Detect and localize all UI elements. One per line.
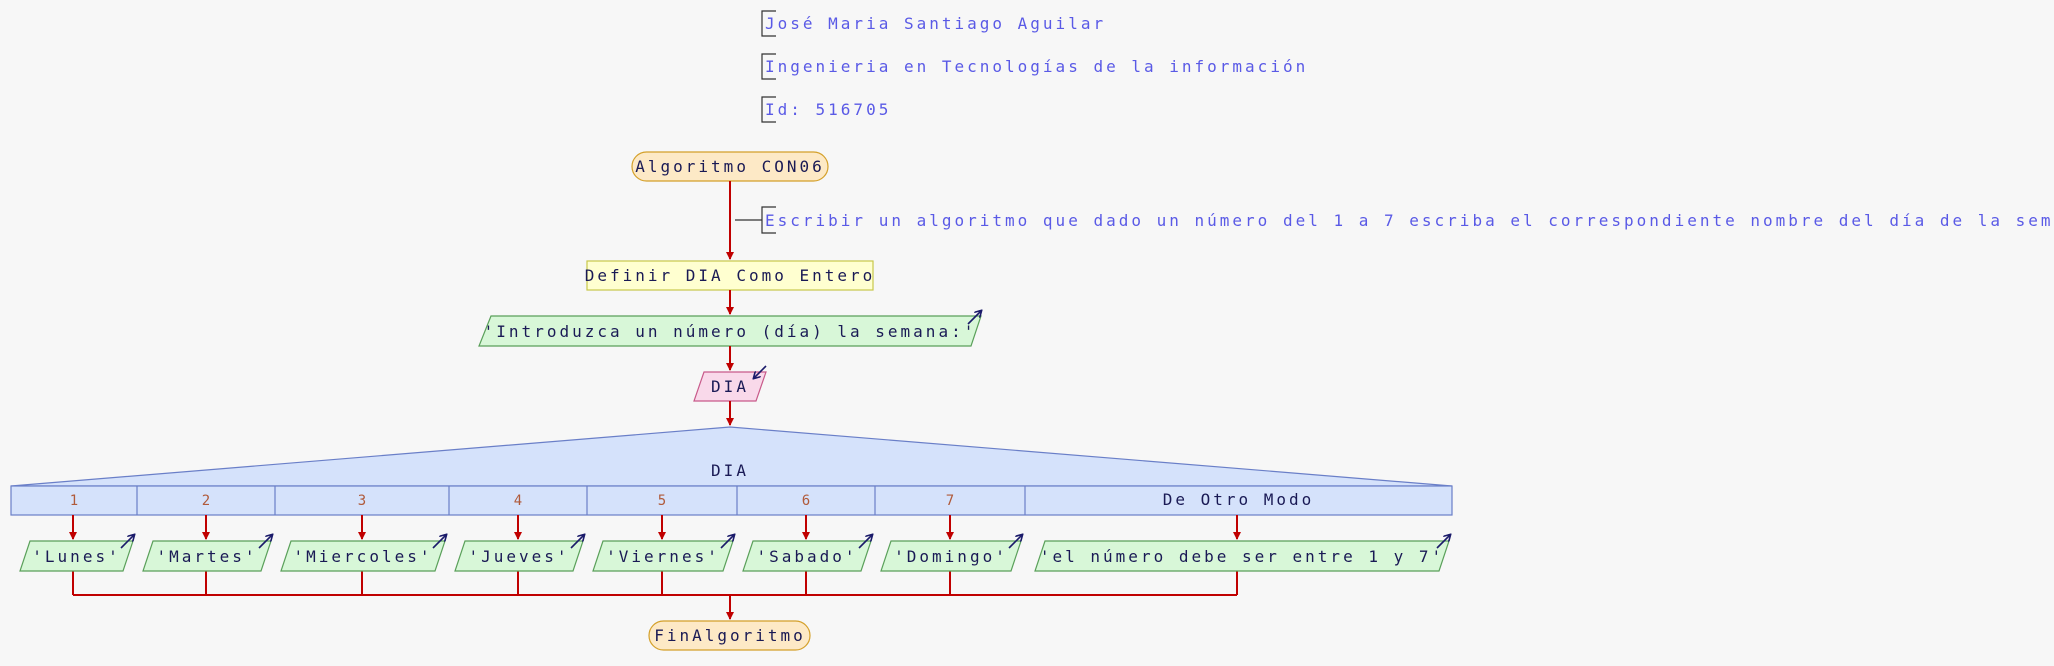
comment-description: Escribir un algoritmo que dado un número… <box>735 206 2054 234</box>
case-output-label: 'Martes' <box>156 547 257 566</box>
end-label: FinAlgoritmo <box>654 626 806 645</box>
output-arrow-icon <box>120 535 134 549</box>
case-label: 2 <box>202 493 210 509</box>
comment-id-text: Id: 516705 <box>765 100 891 119</box>
output-arrow-icon <box>720 535 734 549</box>
case-label: 4 <box>514 493 522 509</box>
output-arrow-icon <box>858 535 872 549</box>
prompt-output-node: 'Introduzca un número (día) la semana:' <box>478 311 981 347</box>
case-label-default: De Otro Modo <box>1163 490 1315 509</box>
read-input-node: DIA <box>693 365 767 402</box>
define-label: Definir DIA Como Entero <box>585 266 876 285</box>
output-arrow-icon <box>432 535 446 549</box>
output-arrow-icon <box>1008 535 1022 549</box>
comment-career-text: Ingenieria en Tecnologías de la informac… <box>765 57 1308 76</box>
comment-author: José Maria Santiago Aguilar <box>761 10 1106 37</box>
case-output-label: 'el número debe ser entre 1 y 7' <box>1040 547 1444 566</box>
comment-description-text: Escribir un algoritmo que dado un número… <box>765 211 2054 230</box>
input-arrow-icon <box>754 365 767 378</box>
define-node: Definir DIA Como Entero <box>585 260 876 291</box>
output-arrow-icon <box>967 311 981 325</box>
case-label: 5 <box>658 493 666 509</box>
read-input-label: DIA <box>711 377 749 396</box>
case-output-label: 'Lunes' <box>32 547 120 566</box>
prompt-output-label: 'Introduzca un número (día) la semana:' <box>484 322 977 341</box>
case-output-label: 'Sabado' <box>756 547 857 566</box>
output-arrow-icon <box>258 535 272 549</box>
output-arrow-icon <box>570 535 584 549</box>
case-output-label: 'Domingo' <box>894 547 1008 566</box>
end-node: FinAlgoritmo <box>648 620 811 651</box>
case-output-node: 'el número debe ser entre 1 y 7' <box>1034 535 1450 572</box>
case-output-label: 'Miercoles' <box>294 547 433 566</box>
comment-author-text: José Maria Santiago Aguilar <box>765 14 1106 33</box>
case-output-node: 'Lunes' <box>19 535 134 572</box>
output-arrow-icon <box>1436 535 1450 549</box>
case-output-node: 'Sabado' <box>742 535 872 572</box>
case-label: 6 <box>802 493 810 509</box>
switch-variable: DIA <box>711 461 749 480</box>
case-label: 7 <box>946 493 954 509</box>
comment-career: Ingenieria en Tecnologías de la informac… <box>761 53 1308 80</box>
case-label: 3 <box>358 493 366 509</box>
case-output-node: 'Domingo' <box>880 535 1022 572</box>
comment-id: Id: 516705 <box>761 96 891 123</box>
case-output-node: 'Viernes' <box>592 535 734 572</box>
case-label: 1 <box>70 493 78 509</box>
case-output-label: 'Viernes' <box>606 547 720 566</box>
case-output-label: 'Jueves' <box>468 547 569 566</box>
case-output-node: 'Martes' <box>142 535 272 572</box>
case-output-node: 'Miercoles' <box>280 535 446 572</box>
start-node: Algoritmo CON06 <box>631 151 829 182</box>
switch-node: DIA 1 2 3 4 5 6 7 De Otro Modo <box>10 426 1453 516</box>
case-output-node: 'Jueves' <box>454 535 584 572</box>
start-label: Algoritmo CON06 <box>635 157 825 176</box>
